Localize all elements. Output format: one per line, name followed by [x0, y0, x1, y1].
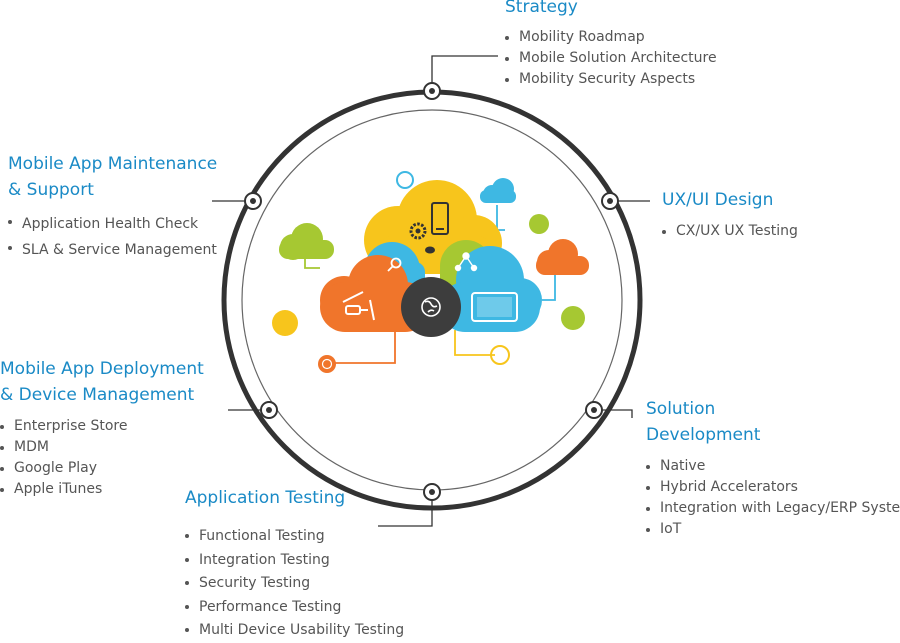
list-item: CX/UX UX Testing — [662, 221, 798, 242]
node-strategy — [423, 82, 441, 100]
list-item: Enterprise Store — [0, 416, 204, 437]
dot-lime — [561, 306, 585, 330]
smartphone-icon — [431, 202, 449, 235]
tablet-icon — [471, 292, 518, 322]
section-title: Solution Development — [646, 399, 761, 445]
smart-glasses-icon — [342, 291, 375, 321]
item-list: CX/UX UX Testing — [662, 221, 798, 242]
globe-icon-small — [318, 355, 336, 373]
section-ux-ui-design: UX/UI Design CX/UX UX Testing — [662, 187, 798, 242]
list-item: IoT — [646, 519, 900, 540]
item-list: Application Health Check SLA & Service M… — [8, 211, 217, 263]
node-solution — [585, 401, 603, 419]
node-deploy — [260, 401, 278, 419]
list-item: Multi Device Usability Testing — [185, 619, 404, 643]
list-item: Mobile Solution Architecture — [505, 48, 717, 69]
list-item: Performance Testing — [185, 596, 404, 620]
section-strategy: Strategy Mobility Roadmap Mobile Solutio… — [505, 0, 717, 90]
item-list: Enterprise Store MDM Google Play Apple i… — [0, 416, 204, 500]
chat-bubble-icon — [425, 246, 435, 254]
connector-nodes — [244, 82, 619, 501]
list-item: Google Play — [0, 458, 204, 479]
item-list: Native Hybrid Accelerators Integration w… — [646, 456, 900, 540]
list-item: SLA & Service Management — [8, 237, 217, 263]
section-title: Mobile App Deployment & Device Managemen… — [0, 359, 204, 405]
dot-yellow — [272, 310, 298, 336]
section-title: Mobile App Maintenance & Support — [8, 154, 218, 200]
connectors — [212, 55, 650, 527]
network-icon — [454, 252, 478, 272]
list-item: Application Health Check — [8, 211, 217, 237]
section-deployment-device-management: Mobile App Deployment & Device Managemen… — [0, 356, 204, 500]
list-item: MDM — [0, 437, 204, 458]
list-item: Hybrid Accelerators — [646, 477, 900, 498]
node-ux — [601, 192, 619, 210]
item-list: Mobility Roadmap Mobile Solution Archite… — [505, 27, 717, 90]
cloud-orange-left — [320, 255, 430, 332]
list-item: Apple iTunes — [0, 479, 204, 500]
list-item: Functional Testing — [185, 525, 404, 549]
list-item: Native — [646, 456, 900, 477]
section-application-testing: Application Testing Functional Testing I… — [185, 485, 404, 643]
list-item: Integration Testing — [185, 549, 404, 573]
gear-icon — [409, 222, 427, 240]
section-maintenance-support: Mobile App Maintenance & Support Applica… — [8, 151, 217, 263]
ring-decoration — [396, 171, 414, 189]
cloud-small-orange — [536, 239, 589, 275]
list-item: Mobility Security Aspects — [505, 69, 717, 90]
ring-decoration-yellow — [490, 345, 510, 365]
item-list: Functional Testing Integration Testing S… — [185, 525, 404, 643]
section-title: Application Testing — [185, 488, 346, 508]
globe-icon-small-glyph — [321, 358, 333, 370]
list-item: Integration with Legacy/ERP System — [646, 498, 900, 519]
cloud-small-green — [279, 223, 334, 260]
node-testing — [423, 483, 441, 501]
section-solution-development: Solution Development Native Hybrid Accel… — [646, 396, 900, 540]
section-title: UX/UI Design — [662, 190, 774, 210]
cloud-small-blue — [480, 178, 516, 203]
list-item: Mobility Roadmap — [505, 27, 717, 48]
dot-green — [529, 214, 549, 234]
globe-icon — [421, 297, 441, 317]
search-icon — [387, 257, 402, 272]
list-item: Security Testing — [185, 572, 404, 596]
hub-circle — [401, 277, 461, 337]
cloud-illustration — [272, 171, 589, 373]
section-title: Strategy — [505, 0, 578, 17]
node-maint — [244, 192, 262, 210]
